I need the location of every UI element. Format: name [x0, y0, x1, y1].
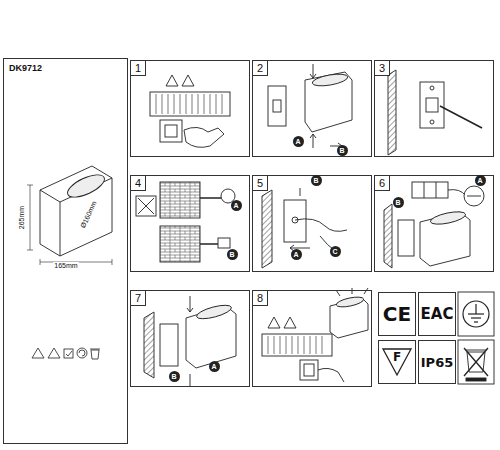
power-on-step	[262, 288, 368, 382]
dimension-label: 165mm	[53, 262, 78, 269]
step-number: 7	[131, 291, 146, 306]
step-panel: 5	[252, 175, 372, 272]
step-panel: 6	[374, 175, 494, 272]
mark-text: IP65	[421, 355, 453, 370]
step-panel: 2	[252, 60, 372, 157]
callout-letter: A	[475, 175, 486, 186]
step-number: 2	[253, 61, 268, 76]
certification-mark: CE	[378, 292, 416, 336]
callout-letter: B	[227, 249, 238, 260]
bracket-screw-step	[388, 70, 482, 155]
dimension-label: 265mm	[19, 204, 26, 229]
wiring-step	[384, 182, 484, 268]
certification-mark: F	[378, 340, 416, 384]
model-code: DK9712	[9, 63, 42, 73]
step-number: 8	[253, 291, 268, 306]
step-number: 4	[131, 176, 146, 191]
callout-letter: C	[330, 246, 341, 257]
callout-letter: B	[337, 145, 348, 156]
certification-mark: EAC	[418, 292, 456, 336]
callout-letter: A	[231, 200, 242, 211]
step-number: 6	[375, 176, 390, 191]
step-panel: 3	[374, 60, 494, 157]
weee-box	[458, 340, 494, 384]
callout-letter: A	[291, 249, 302, 260]
callout-letter: A	[293, 136, 304, 147]
fixing-step	[144, 296, 236, 386]
cable-step	[262, 188, 347, 268]
callout-letter: B	[311, 175, 322, 186]
callout-letter: B	[169, 371, 180, 382]
step-number: 5	[253, 176, 268, 191]
step-panel: 7	[130, 290, 250, 387]
step-number: 1	[131, 61, 146, 76]
mounting-step	[268, 64, 352, 149]
step-panel: 1	[130, 60, 250, 157]
ground-symbol	[463, 301, 489, 327]
fuse-box	[150, 75, 230, 147]
ground-box	[458, 292, 494, 336]
compliance-icons	[32, 348, 100, 359]
mark-text: EAC	[421, 305, 454, 323]
weee-symbol	[464, 348, 488, 381]
product-panel: DK9712	[3, 58, 128, 444]
step-panel: 8	[252, 290, 372, 387]
drilling-step	[136, 182, 235, 262]
callout-letter: A	[209, 361, 220, 372]
mark-text: CE	[383, 302, 411, 326]
step-number: 3	[375, 61, 390, 76]
lamp-overview	[27, 166, 112, 265]
mark-text: F	[393, 350, 401, 364]
callout-letter: B	[393, 197, 404, 208]
certification-mark: IP65	[418, 340, 456, 384]
